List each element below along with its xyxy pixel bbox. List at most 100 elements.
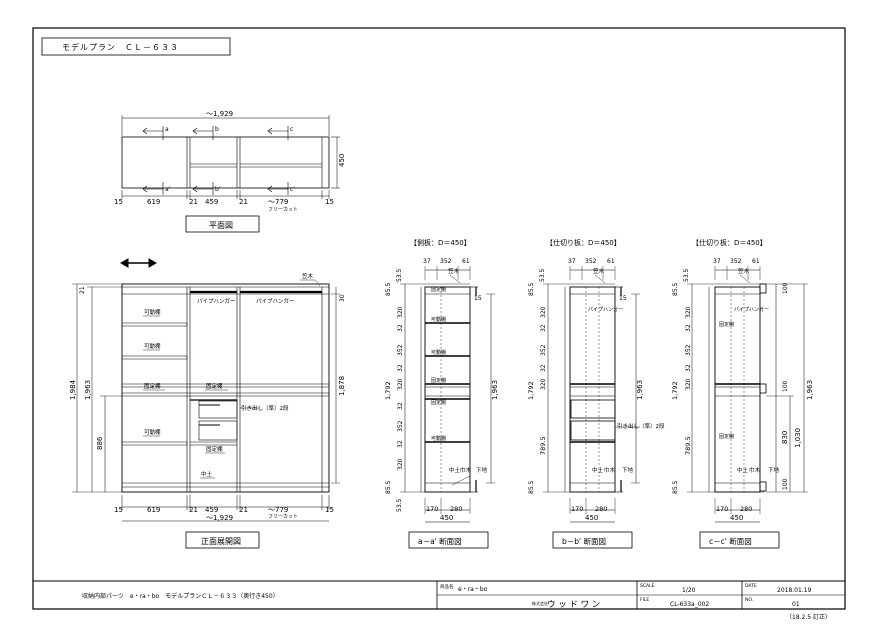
front-dim-21: 21: [79, 286, 86, 294]
plan-depth: 450: [338, 154, 346, 167]
section-b-dim-bottom-170: 170: [571, 505, 583, 513]
section-b-left-320-2: 320: [540, 378, 547, 390]
title-block-maker: ウ ッ ド ワ ン: [547, 600, 600, 610]
section-c-label-top-board: 笠木: [738, 267, 750, 275]
section-b-label-drawer: 引き出し（準）2段: [617, 422, 665, 430]
section-a-left-352-1: 352: [397, 344, 404, 356]
plan-caption-box: 平面図: [185, 215, 260, 233]
section-c-caption-box: c－c' 断面図: [699, 531, 780, 549]
section-a-label-center-post: 中土: [449, 466, 461, 474]
section-c-dim-depth: 450: [730, 514, 743, 522]
section-c-label-plinth: 下地: [768, 466, 780, 474]
section-c-dim-100-bottom: 100: [782, 478, 789, 490]
section-b-dim-1963: 1,963: [636, 380, 644, 400]
title-block: [33, 580, 845, 609]
section-c-header: 【仕切り板：D＝450】: [692, 238, 767, 247]
title-block-file-label: FILE: [640, 597, 649, 603]
section-c-dim-830: 830: [781, 431, 789, 444]
plan-view: [121, 115, 340, 199]
section-a-dim-bottom-280: 280: [450, 505, 462, 513]
section-a-label-fixed-1: 固定棚: [431, 286, 446, 293]
double-arrow-icon: [119, 258, 158, 268]
front-label-fixed-shelf-1: 固定棚: [144, 382, 161, 390]
title-block-date: 2018.01.19: [777, 587, 812, 594]
title-block-series-label: 商品名: [440, 583, 454, 590]
section-c-caption: c－c' 断面図: [709, 536, 752, 546]
section-c-label-center-post: 中土: [737, 466, 749, 474]
section-a-dim-depth: 450: [440, 514, 453, 522]
title-block-scale: 1/20: [682, 587, 696, 594]
front-dim-21-a: 21: [189, 506, 198, 514]
plan-dim-459: 459: [205, 198, 218, 206]
front-label-top-board: 笠木: [302, 272, 314, 280]
section-c-left-32-1: 32: [685, 324, 692, 332]
section-b-left-352: 352: [540, 344, 547, 356]
section-b-dim-15: 15: [619, 295, 627, 302]
section-c-left-32-2: 32: [685, 364, 692, 372]
section-a-left-320-3: 320: [397, 458, 404, 470]
section-a-dim-1963: 1,963: [491, 380, 499, 400]
section-c-dim-top-61: 61: [752, 258, 760, 265]
section-c-left-85.5-bottom: 85.5: [672, 480, 679, 494]
section-a-dim-15: 15: [474, 295, 482, 302]
plan-mark-b: b: [215, 126, 219, 133]
section-b-dim-top-352: 352: [585, 258, 597, 265]
section-b-left-53.5: 53.5: [539, 268, 546, 282]
title-block-product: 収納内部パーツ e・ra・bo モデルプランＣＬ－６３３（奥行き450）: [82, 592, 279, 600]
section-c-left-85.5-top: 85.5: [672, 282, 679, 296]
section-a-label-top-board: 笠木: [448, 267, 460, 275]
section-b-dim-bottom-280: 280: [595, 505, 607, 513]
section-b-left-1792: 1,792: [527, 381, 535, 400]
plan-caption: 平面図: [209, 221, 233, 230]
plan-dim-21-a: 21: [189, 198, 198, 206]
section-c-left-789.5: 789.5: [684, 436, 692, 455]
section-c: [687, 266, 808, 523]
section-c-left-320-2: 320: [685, 378, 692, 390]
plan-dim-619: 619: [147, 198, 160, 206]
section-a-label-movable-2: 可動棚: [431, 349, 446, 356]
plan-mark-c-prime: c': [290, 186, 295, 193]
section-c-dim-100-mid: 100: [782, 380, 789, 392]
section-a-dim-top-352: 352: [440, 258, 452, 265]
front-dim-886: 886: [96, 436, 104, 450]
front-dim-619: 619: [147, 506, 160, 514]
section-c-left-1792: 1,792: [671, 381, 679, 400]
section-b-caption-box: b－b' 断面図: [552, 531, 633, 549]
front-label-fixed-shelf-2: 固定棚: [206, 382, 223, 390]
section-b-left-32-2: 32: [540, 364, 547, 372]
section-c-dim-1030: 1,030: [794, 428, 802, 448]
title-block-date-label: DATE: [745, 583, 757, 589]
section-b-left-32-1: 32: [540, 324, 547, 332]
section-b-caption: b－b' 断面図: [562, 536, 606, 546]
front-label-pipe-hanger-2: パイプハンガー: [256, 297, 295, 305]
section-c-dim-bottom-170: 170: [716, 505, 728, 513]
front-overall-width: ～1,929: [206, 514, 233, 522]
section-b-dim-top-61: 61: [607, 258, 615, 265]
plan-free-cut: フリーカット: [268, 207, 298, 213]
section-b-label-plinth: 下地: [622, 466, 634, 474]
section-b-left-85.5-top: 85.5: [528, 282, 535, 296]
front-caption-box: 正面展開図: [185, 531, 260, 549]
section-a-caption-box: a－a' 断面図: [408, 531, 489, 549]
drawing-title: モデルプラン ＣＬ－６３３: [62, 42, 179, 52]
section-c-dim-top-352: 352: [730, 258, 742, 265]
section-c-left-53.5: 53.5: [683, 268, 690, 282]
section-a-dim-top-37: 37: [423, 258, 431, 265]
front-label-movable-shelf-2: 可動棚: [144, 342, 161, 350]
section-b: [543, 266, 640, 523]
section-b-dim-depth: 450: [585, 514, 598, 522]
front-dim-779: ～779: [268, 506, 288, 514]
section-a-label-fixed-3: 固定棚: [431, 399, 446, 406]
section-a-dim-bottom-170: 170: [426, 505, 438, 513]
section-a-caption: a－a' 断面図: [418, 536, 462, 546]
section-a-left-320-2: 320: [397, 378, 404, 390]
front-dim-15-right: 15: [325, 506, 334, 514]
title-block-maker-label: 株式会社: [532, 600, 548, 606]
section-c-dim-bottom-280: 280: [740, 505, 752, 513]
front-label-movable-shelf-1: 可動棚: [144, 308, 161, 316]
section-c-label-fixed-2: 固定棚: [719, 433, 734, 440]
plan-overall-width: ～1,929: [206, 110, 233, 118]
section-b-dim-top-37: 37: [568, 258, 576, 265]
front-dim-21-b: 21: [239, 506, 248, 514]
section-a-header: 【側板：D＝450】: [410, 238, 471, 247]
